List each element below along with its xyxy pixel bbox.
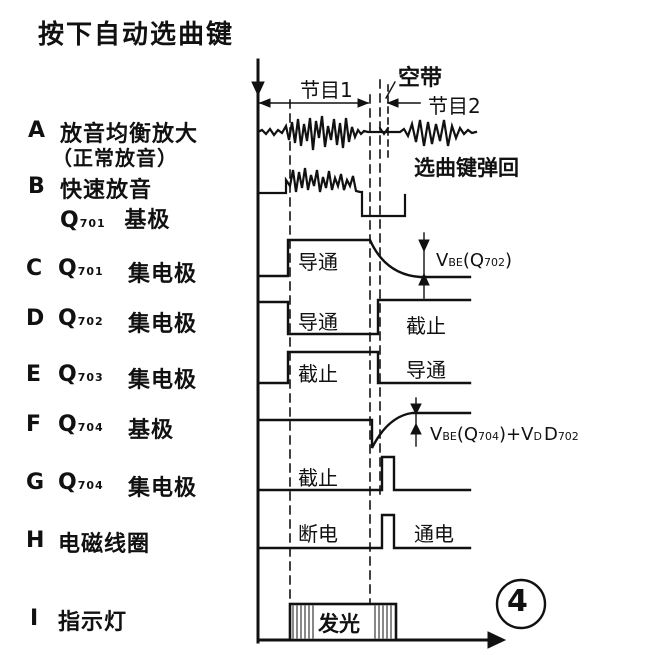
diagram-title: 按下自动选曲键 bbox=[38, 20, 235, 50]
row-g-letter: G bbox=[26, 470, 46, 495]
f-vbe-arrow-top bbox=[410, 403, 422, 416]
row-d-device: Q702 bbox=[58, 306, 104, 331]
d-off-state: 截止 bbox=[406, 314, 446, 338]
row-h-name: 电磁线圈 bbox=[58, 532, 151, 557]
segment2-arrow-left bbox=[386, 98, 399, 108]
indicator-lamp-box bbox=[288, 602, 398, 642]
row-i-name: 指示灯 bbox=[58, 610, 128, 635]
waveform-e bbox=[256, 350, 472, 385]
figure-number-circle bbox=[495, 578, 547, 630]
blank-tape-label: 空带 bbox=[398, 66, 443, 91]
segment1-arrow-right bbox=[357, 98, 370, 108]
row-b-name: 快速放音 bbox=[60, 178, 153, 203]
row-d-letter: D bbox=[26, 306, 46, 331]
row-g-name: 集电极 bbox=[128, 476, 198, 501]
row-g-device: Q704 bbox=[58, 470, 104, 495]
indicator-lamp-hatch bbox=[292, 605, 392, 639]
time-axis-arrow bbox=[487, 631, 507, 649]
row-b-letter: B bbox=[28, 174, 46, 199]
row-e-letter: E bbox=[26, 362, 43, 387]
d-on-state: 导通 bbox=[298, 310, 338, 334]
f-vbe-arrow-bottom bbox=[410, 422, 422, 435]
title-pointer-head bbox=[251, 81, 265, 97]
row-f-letter: F bbox=[26, 412, 43, 437]
segment1-arrow-left bbox=[258, 98, 271, 108]
waveform-g bbox=[256, 455, 472, 492]
row-c-letter: C bbox=[26, 256, 44, 281]
row-f-name: 基极 bbox=[128, 418, 175, 443]
row-a-letter: A bbox=[28, 118, 47, 143]
spring-return-label: 选曲键弹回 bbox=[414, 156, 519, 180]
i-on-state: 发光 bbox=[318, 612, 360, 636]
h-on-state: 通电 bbox=[414, 522, 454, 546]
waveform-h bbox=[256, 513, 472, 550]
c-vbe-arrow-top bbox=[418, 239, 430, 253]
row-f-device: Q704 bbox=[58, 412, 104, 437]
e-off-state: 截止 bbox=[298, 362, 338, 386]
c-vbe-arrow-bottom bbox=[418, 272, 430, 286]
row-d-name: 集电极 bbox=[128, 312, 198, 337]
g-off-state: 截止 bbox=[298, 466, 338, 490]
waveform-a-stub bbox=[378, 126, 390, 136]
e-on-state: 导通 bbox=[406, 358, 446, 382]
row-h-letter: H bbox=[26, 528, 46, 553]
row-c-name: 集电极 bbox=[128, 262, 198, 287]
figure-number: 4 bbox=[507, 584, 528, 619]
waveform-b bbox=[256, 167, 407, 218]
waveform-d bbox=[256, 298, 472, 336]
row-b-device: Q701 基极 bbox=[60, 208, 171, 233]
row-c-device: Q701 bbox=[58, 256, 104, 281]
row-a-name2: （正常放音） bbox=[52, 146, 178, 170]
h-off-state: 断电 bbox=[298, 522, 338, 546]
segment2-label: 节目2 bbox=[428, 94, 481, 118]
c-on-state: 导通 bbox=[298, 250, 338, 274]
row-a-name: 放音均衡放大 bbox=[60, 122, 199, 147]
waveform-a bbox=[256, 115, 478, 151]
row-i-letter: I bbox=[30, 606, 40, 631]
blank-pointer bbox=[385, 81, 396, 99]
c-vbe-annotation: VBE(Q702) bbox=[436, 250, 513, 271]
row-e-name: 集电极 bbox=[128, 368, 198, 393]
waveform-f bbox=[256, 411, 472, 449]
row-e-device: Q703 bbox=[58, 362, 104, 387]
waveform-c bbox=[256, 238, 472, 279]
segment1-label: 节目1 bbox=[300, 78, 353, 102]
